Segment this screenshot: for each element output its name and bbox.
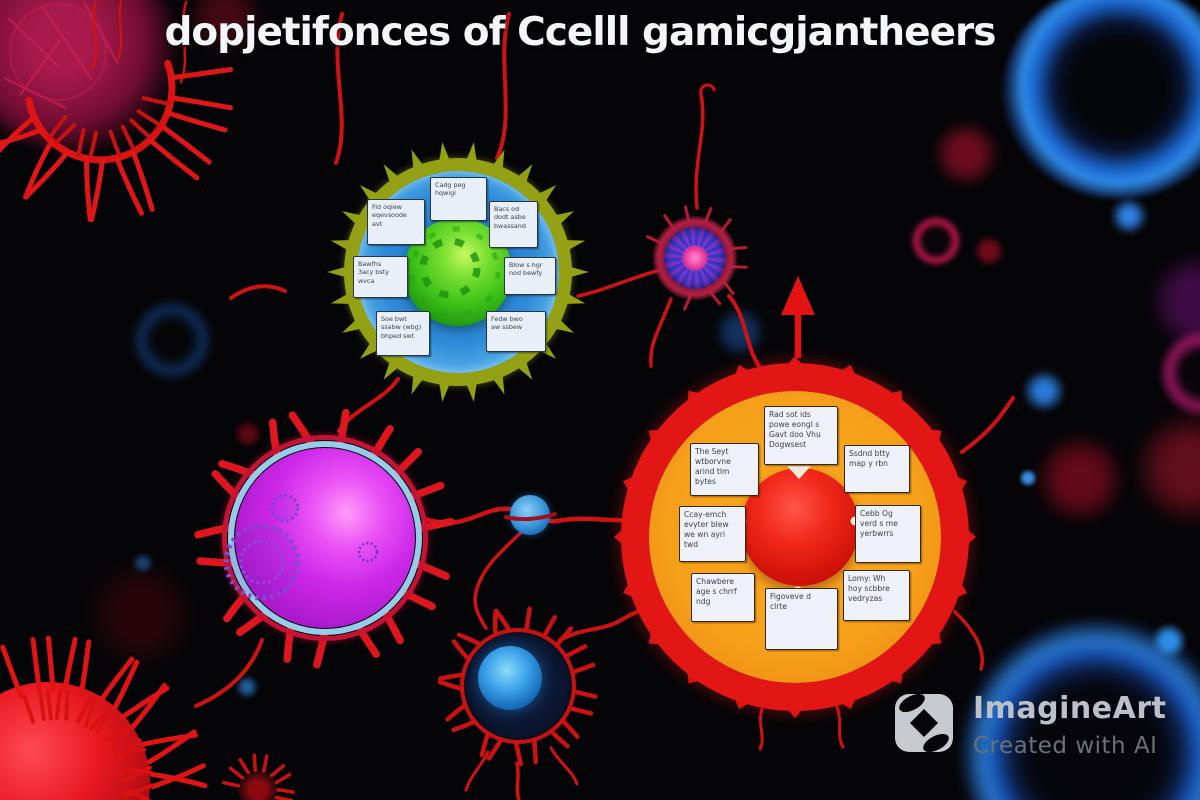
purple-cell-outer-ring xyxy=(222,435,428,641)
watermark-brand: ImagineArt xyxy=(973,691,1167,726)
green-cell-label-right: Blow s hgr nod bewfy xyxy=(504,257,556,295)
imagineart-logo-icon xyxy=(895,694,953,752)
red-cell-label-bottom-left: Chawbere age s chrrf ndg xyxy=(691,573,755,622)
tiny-blue-cell xyxy=(510,495,550,535)
red-cell-nucleus xyxy=(741,468,859,586)
red-cell-label-bottom: Figoveve d clrte xyxy=(765,588,838,650)
red-cell-label-left: Ccay-emch evyter blew we wn ayri twd xyxy=(679,506,746,562)
red-cell-label-right: Cebb Og verd s me yerbwrrs xyxy=(855,505,921,563)
red-cell-label-bottom-right: Lomy: Wh hoy scbbre vedryzas xyxy=(843,570,910,621)
green-cell-label-top: Cadg peg hqwigi xyxy=(430,177,487,221)
nucleus-texture xyxy=(419,237,481,299)
red-cell-label-top: Rad sot ids powe eongl s Gavt doo Vhu Do… xyxy=(764,406,838,465)
purple-cell-blue-ring xyxy=(228,441,422,635)
green-cell-label-top-right: Bacs od dodt asbe bwassand xyxy=(489,201,538,248)
bottom-blue-cell-sphere xyxy=(478,646,542,710)
small-radial-cell-core xyxy=(682,245,708,271)
watermark: ImagineArt Created with AI xyxy=(895,694,1166,759)
green-cell-label-bottom-right: Fedw bwo aw ssbew xyxy=(486,311,546,352)
green-cell-label-left: Bawfhs 3acy bsty wvca xyxy=(353,256,408,298)
virus-texture xyxy=(270,493,300,523)
watermark-caption: Created with AI xyxy=(973,733,1158,759)
red-cell-label-top-left: The Seyt wtborvne arind tlm bytes xyxy=(690,443,759,496)
green-cell-label-bottom-left: Soe bwt ssabw (wbg) bhped swt xyxy=(376,311,430,356)
red-cell-label-top-right: Ssdnd btty map y rbn xyxy=(844,445,910,493)
page-title: dopjetifonces of Ccelll gamicgjantheers xyxy=(164,10,996,55)
green-cell-label-top-left: Fid oqlew eqevsoode avt xyxy=(367,199,425,245)
